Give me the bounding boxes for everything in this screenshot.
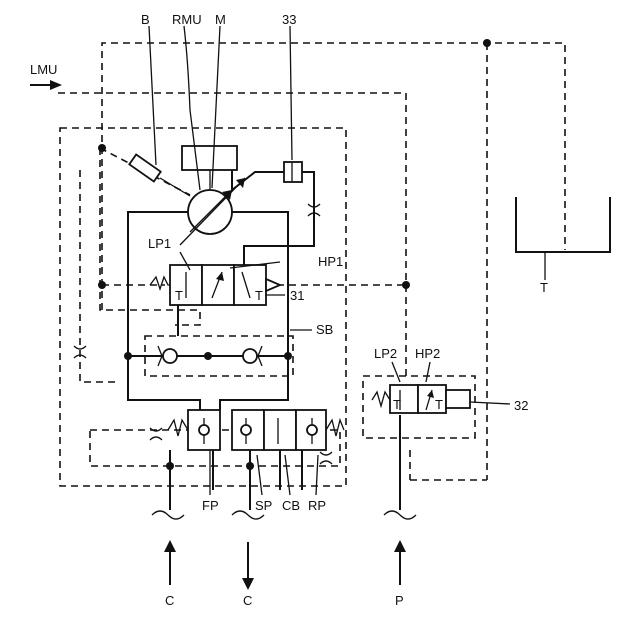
label-lp2: LP2	[374, 346, 397, 361]
valve-32-t-right: T	[435, 397, 443, 412]
label-31: 31	[290, 288, 304, 303]
label-b: B	[141, 12, 150, 27]
valve-31-t-right: T	[255, 288, 263, 303]
label-32: 32	[514, 398, 528, 413]
label-fp: FP	[202, 498, 219, 513]
label-sb: SB	[316, 322, 333, 337]
label-p: P	[395, 593, 404, 608]
valve-32-t-left: T	[393, 397, 401, 412]
label-cb: CB	[282, 498, 300, 513]
sensor-b-symbol	[129, 154, 190, 196]
label-lmu: LMU	[30, 62, 57, 77]
valve-31-t-left: T	[175, 288, 183, 303]
bottom-valve-block	[168, 410, 344, 450]
label-t: T	[540, 280, 548, 295]
valve-32: T T	[372, 385, 470, 413]
label-33: 33	[282, 12, 296, 27]
motor-symbol	[182, 146, 237, 190]
label-m: M	[215, 12, 226, 27]
accumulator-33-symbol	[284, 162, 302, 182]
main-lines	[128, 170, 400, 510]
label-lp1: LP1	[148, 236, 171, 251]
label-hp2: HP2	[415, 346, 440, 361]
label-rmu: RMU	[172, 12, 202, 27]
label-rp: RP	[308, 498, 326, 513]
valve-31: T T	[150, 265, 280, 305]
label-c-left: C	[165, 593, 174, 608]
label-sp: SP	[255, 498, 272, 513]
tank	[516, 197, 610, 268]
label-c-right: C	[243, 593, 252, 608]
label-hp1: HP1	[318, 254, 343, 269]
